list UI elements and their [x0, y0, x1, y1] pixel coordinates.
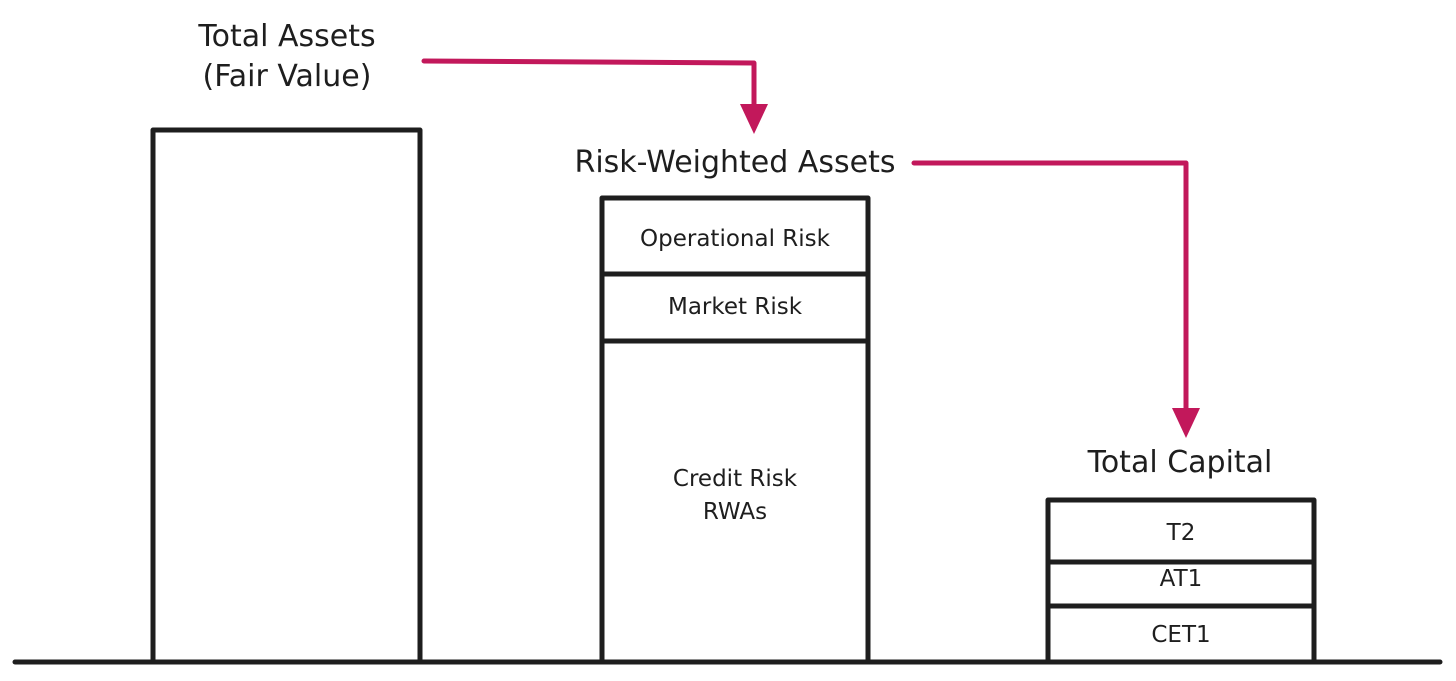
total-capital-title: Total Capital: [1087, 445, 1273, 480]
operational-risk-label: Operational Risk: [640, 226, 831, 252]
cet1-label: CET1: [1151, 622, 1210, 648]
t2-label: T2: [1166, 520, 1196, 546]
rwa-title: Risk-Weighted Assets: [575, 145, 896, 180]
at1-label: AT1: [1160, 566, 1203, 592]
market-risk-label: Market Risk: [668, 294, 803, 320]
total-assets-title-line1: Total Assets: [197, 19, 375, 54]
total-assets-title-line2: (Fair Value): [203, 59, 372, 94]
total-assets-bar: [150, 127, 423, 665]
arrow-assets-to-rwa: [421, 58, 768, 134]
rwa-bar: [599, 195, 871, 665]
rwa-group: Risk-Weighted Assets Operational Risk Ma…: [575, 145, 896, 665]
total-capital-group: Total Capital T2 AT1 CET1: [1045, 445, 1317, 665]
arrow-rwa-to-capital: [911, 160, 1200, 438]
arrow-rwa-to-capital-line: [911, 160, 1189, 417]
credit-risk-label-line1: Credit Risk: [673, 466, 798, 492]
total-capital-bar: [1045, 497, 1317, 665]
arrow-assets-to-rwa-head: [740, 104, 768, 134]
arrow-assets-to-rwa-line: [421, 58, 757, 115]
credit-risk-label-line2: RWAs: [703, 499, 767, 525]
arrow-rwa-to-capital-head: [1172, 408, 1200, 438]
total-assets-group: Total Assets (Fair Value): [150, 19, 423, 665]
